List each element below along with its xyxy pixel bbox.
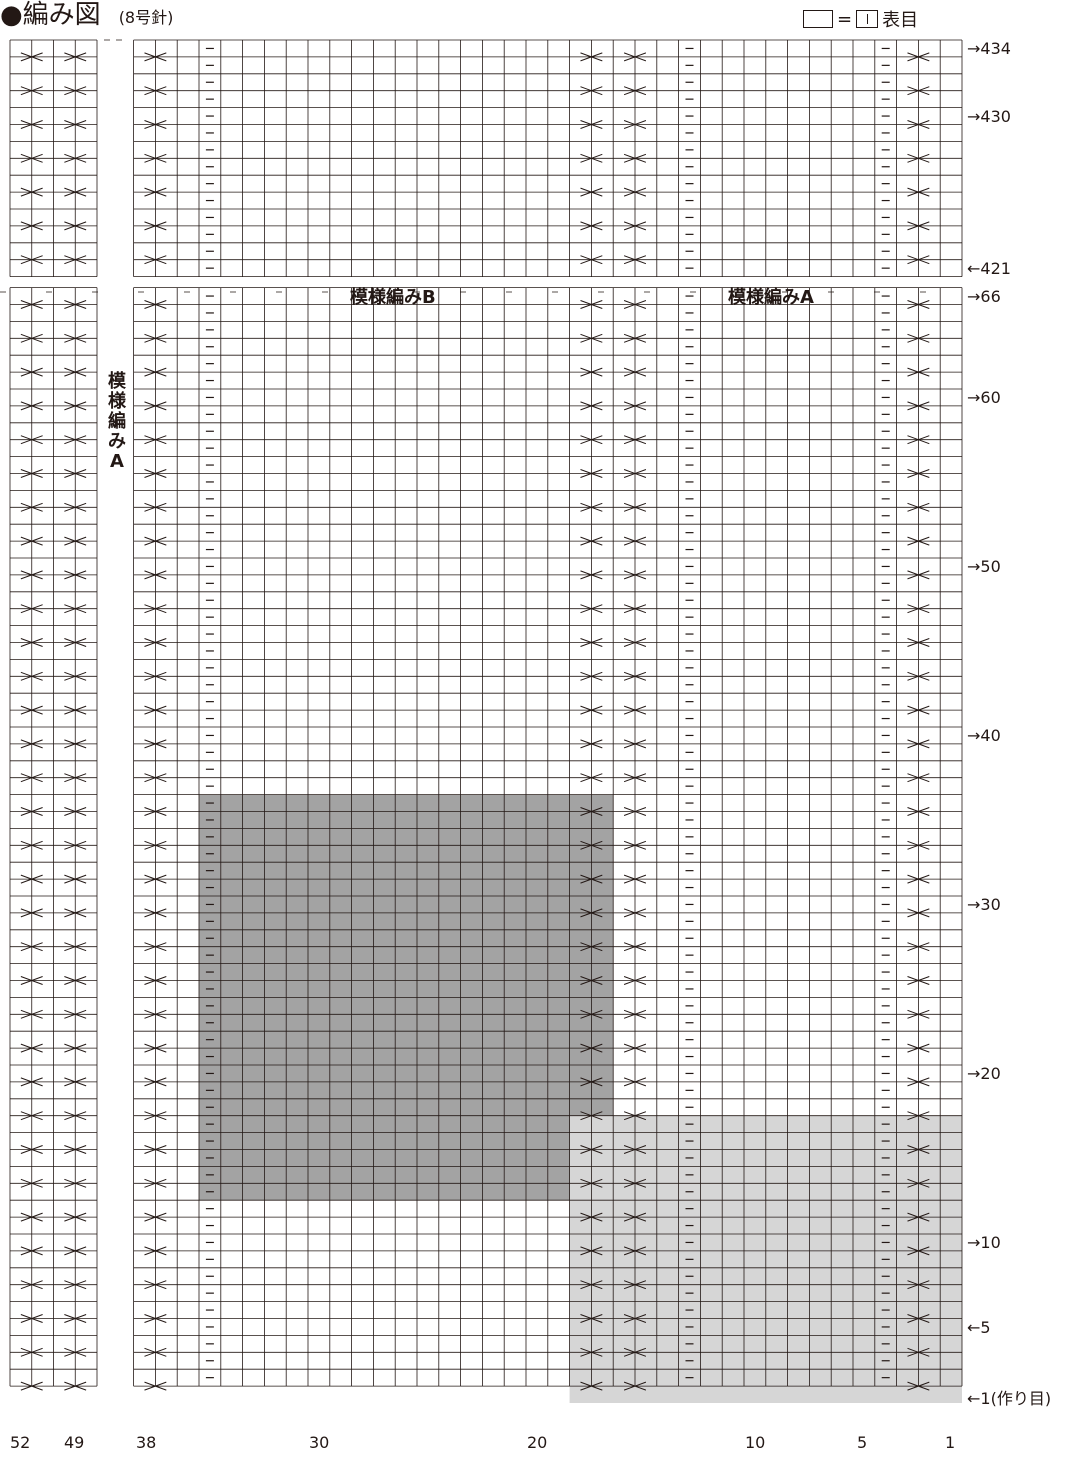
row-label: ←5 — [967, 1318, 991, 1337]
row-label: →30 — [967, 895, 1001, 914]
vertical-label-pattern-a: 模様編みA — [106, 372, 128, 472]
col-label-20: 20 — [527, 1433, 547, 1452]
row-label: →66 — [967, 287, 1001, 306]
row-label: →60 — [967, 388, 1001, 407]
row-label: →10 — [967, 1233, 1001, 1252]
section-label-pattern-b: 模様編みB — [350, 283, 436, 309]
row-label: →430 — [967, 107, 1011, 126]
col-label-30: 30 — [309, 1433, 329, 1452]
section-label-pattern-a: 模様編みA — [728, 283, 814, 309]
col-label-10: 10 — [745, 1433, 765, 1452]
row-label: →40 — [967, 726, 1001, 745]
row-label: →20 — [967, 1064, 1001, 1083]
row-label: →434 — [967, 39, 1011, 58]
col-label-38: 38 — [136, 1433, 156, 1452]
row-label: ←1(作り目) — [967, 1385, 1051, 1409]
col-label-1: 1 — [945, 1433, 955, 1452]
col-label-49: 49 — [64, 1433, 84, 1452]
row-label: →50 — [967, 557, 1001, 576]
col-label-52: 52 — [10, 1433, 30, 1452]
col-label-5: 5 — [857, 1433, 867, 1452]
row-label: ←421 — [967, 259, 1011, 278]
